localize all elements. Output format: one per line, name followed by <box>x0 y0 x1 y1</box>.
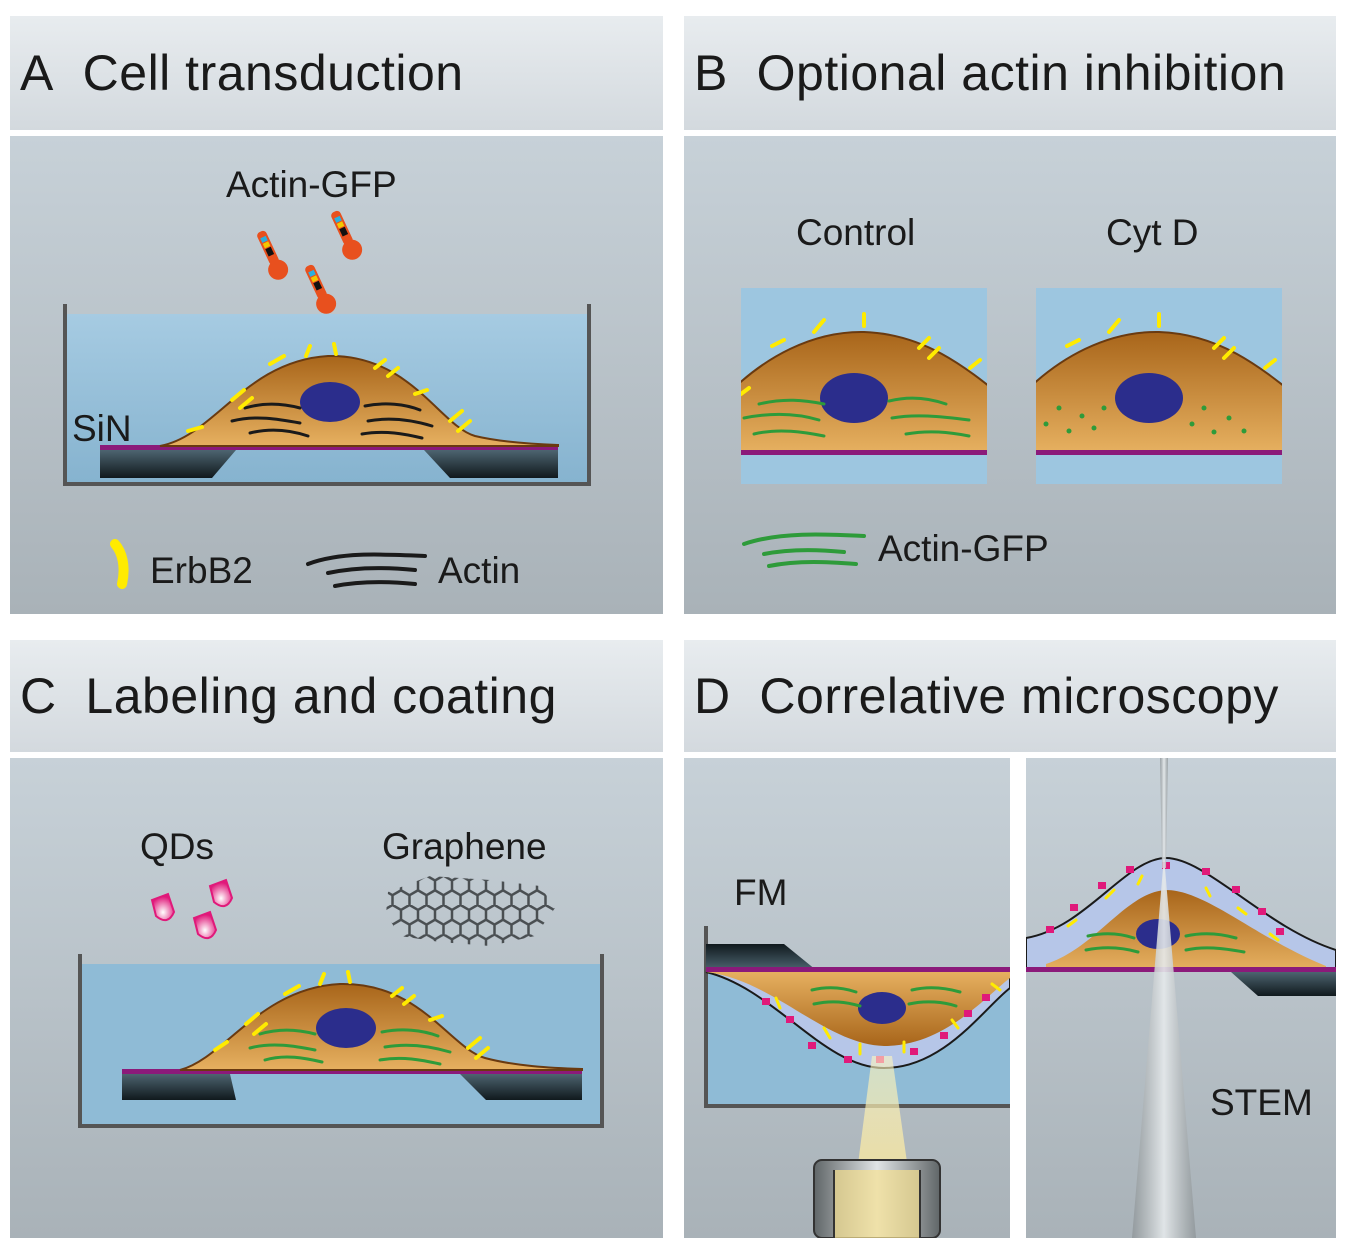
stem-chip <box>1231 972 1336 996</box>
panel-a-title-text: Cell transduction <box>82 45 464 101</box>
fm-illustration <box>704 926 1010 1238</box>
actin-gfp-filaments <box>248 1028 452 1066</box>
virus-particles <box>257 210 363 314</box>
panel-c: C Labeling and coating <box>10 640 663 1238</box>
cytd-cell-view <box>1036 288 1282 484</box>
panel-a-letter: A <box>20 45 54 101</box>
stem-illustration <box>1026 758 1336 1238</box>
actin-gfp-virus-label: Actin-GFP <box>226 164 397 205</box>
erbb2-legend-label: ErbB2 <box>150 550 253 591</box>
panel-a: A Cell transduction <box>10 16 663 614</box>
panel-d-title-text: Correlative microscopy <box>759 668 1279 724</box>
fm-chip <box>706 944 816 970</box>
qds-label: QDs <box>140 826 214 867</box>
quantum-dots <box>150 878 234 940</box>
stem-label: STEM <box>1210 1082 1313 1123</box>
panel-c-letter: C <box>20 668 57 724</box>
electron-beam-cone <box>1132 868 1196 1238</box>
panel-b: B Optional actin inhibition <box>684 16 1336 614</box>
stem-cell <box>1046 890 1326 970</box>
panel-b-illustration <box>741 288 1282 568</box>
panel-d-stem-body: STEM <box>1026 758 1336 1238</box>
actin-filaments <box>230 402 434 440</box>
control-cell-view <box>741 288 987 484</box>
panel-b-title: B Optional actin inhibition <box>694 44 1286 102</box>
culture-dish <box>63 304 591 486</box>
fm-label: FM <box>734 872 788 913</box>
panel-d-title: D Correlative microscopy <box>694 667 1279 725</box>
panel-d-letter: D <box>694 668 731 724</box>
erbb2-receptors <box>213 970 490 1060</box>
control-label: Control <box>796 212 916 253</box>
panel-c-header: C Labeling and coating <box>10 640 663 752</box>
actin-gfp-legend-label: Actin-GFP <box>878 528 1049 569</box>
panel-c-body: QDs Graphene <box>10 758 663 1238</box>
panel-a-header: A Cell transduction <box>10 16 663 130</box>
objective-lens <box>813 1159 941 1238</box>
panel-b-body: Control Cyt D Actin-GFP <box>684 136 1336 614</box>
sin-chip <box>100 445 558 478</box>
panel-a-body: Actin-GFP SiN ErbB2 Actin <box>10 136 663 614</box>
panel-a-illustration <box>63 210 591 589</box>
cell-body <box>179 982 583 1071</box>
sin-label: SiN <box>72 408 132 449</box>
actin-gfp-legend-icon <box>742 532 866 568</box>
panel-d: D Correlative microscopy <box>684 640 1336 1238</box>
fm-cell <box>706 972 1010 1046</box>
graphene-label: Graphene <box>382 826 547 867</box>
electron-beam-probe <box>1160 758 1168 868</box>
panel-d-header: D Correlative microscopy <box>684 640 1336 752</box>
sin-chip <box>122 1069 582 1100</box>
fm-dish <box>704 926 1010 1108</box>
erbb2-receptors <box>186 342 472 433</box>
culture-dish <box>78 954 604 1128</box>
panel-a-title: A Cell transduction <box>20 44 464 102</box>
cytd-label: Cyt D <box>1106 212 1199 253</box>
graphene-sheet <box>386 876 555 946</box>
nucleus <box>316 1008 376 1048</box>
panel-d-fm-body: FM <box>684 758 1010 1238</box>
actin-legend-icon <box>306 552 427 588</box>
nucleus <box>300 382 360 422</box>
panel-c-illustration <box>78 876 604 1128</box>
panel-c-title: C Labeling and coating <box>20 667 557 725</box>
erbb2-legend-icon <box>110 539 129 589</box>
panel-b-title-text: Optional actin inhibition <box>756 45 1287 101</box>
panel-b-header: B Optional actin inhibition <box>684 16 1336 130</box>
panel-b-letter: B <box>694 45 728 101</box>
actin-legend-label: Actin <box>438 550 521 591</box>
panel-c-title-text: Labeling and coating <box>85 668 557 724</box>
